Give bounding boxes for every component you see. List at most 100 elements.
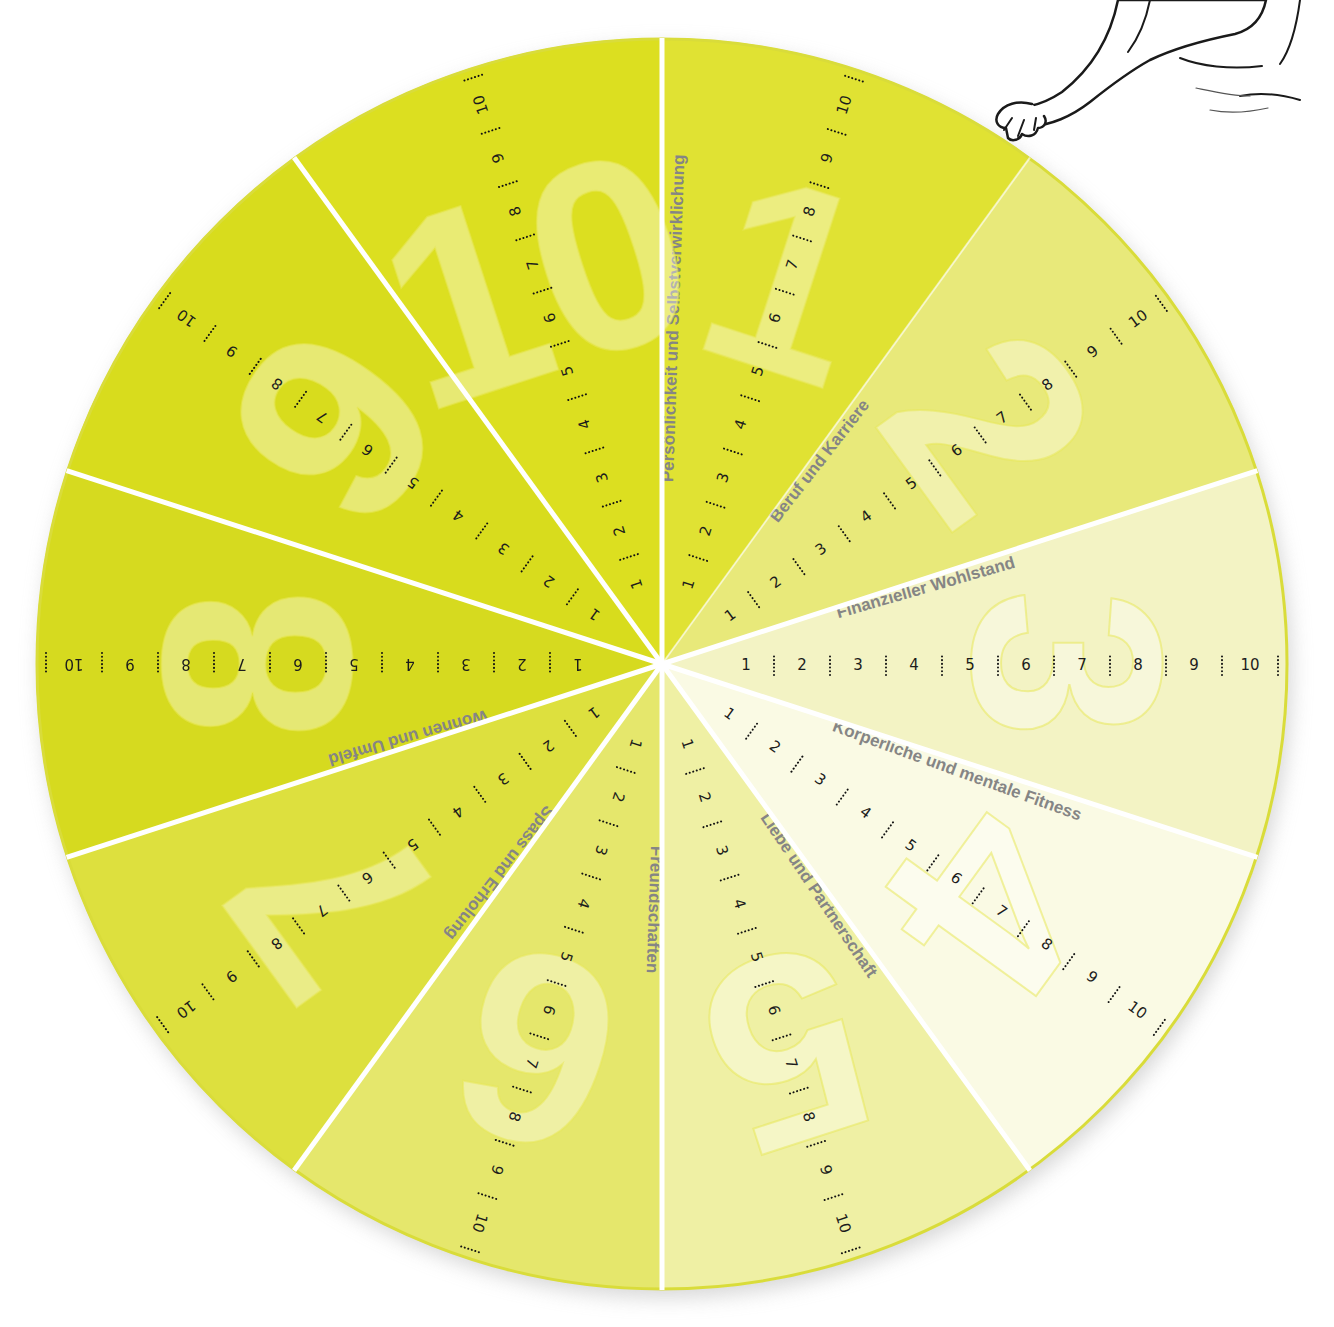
segment-fill	[662, 664, 1030, 1290]
scale-divider	[384, 853, 397, 871]
scale-divider	[478, 1193, 499, 1200]
scale-divider	[882, 820, 895, 838]
scale-divider	[582, 448, 603, 455]
segment-separator	[662, 158, 1030, 664]
scale-number: 3	[461, 656, 471, 671]
scale-divider	[755, 341, 776, 348]
scale-number: 6	[1021, 658, 1031, 673]
scale-divider	[600, 820, 621, 827]
scale-divider	[807, 181, 828, 188]
scale-divider	[549, 653, 551, 675]
scale-divider	[213, 653, 215, 675]
segment-separator	[660, 664, 665, 1290]
scale-divider	[1018, 392, 1031, 410]
figure-shading	[1196, 88, 1268, 112]
scale-divider	[101, 653, 103, 675]
scale-divider	[600, 501, 621, 508]
scale-divider	[582, 874, 603, 881]
scale-divider	[565, 721, 578, 739]
scale-divider	[384, 458, 397, 476]
segment-separator	[294, 158, 662, 664]
scale-divider	[927, 853, 940, 871]
scale-divider	[548, 980, 569, 987]
scale-divider	[617, 767, 638, 774]
segment-separator	[660, 38, 665, 664]
scale-divider	[1109, 653, 1111, 675]
scale-divider	[773, 1033, 794, 1040]
scale-divider	[773, 653, 775, 675]
scale-divider	[496, 181, 517, 188]
scale-divider	[1053, 653, 1055, 675]
scale-divider	[790, 1087, 811, 1094]
scale-divider	[45, 653, 47, 675]
scale-divider	[513, 235, 534, 242]
scale-number: 9	[1189, 658, 1199, 673]
scale-divider	[746, 721, 759, 739]
scale-number: 1	[741, 658, 751, 673]
scale-divider	[1063, 359, 1076, 377]
scale-divider	[520, 556, 533, 574]
scale-divider	[738, 927, 759, 934]
scale-divider	[1165, 653, 1167, 675]
scale-divider	[842, 1246, 863, 1253]
scale-divider	[548, 341, 569, 348]
scale-divider	[837, 787, 850, 805]
scale-divider	[1109, 984, 1122, 1002]
segment-separator	[294, 664, 662, 1170]
figure-hand	[996, 102, 1045, 140]
scale-number: 6	[293, 656, 303, 671]
segment-separator	[67, 471, 662, 664]
scale-divider	[269, 653, 271, 675]
scale-divider	[565, 589, 578, 607]
scale-divider	[1063, 951, 1076, 969]
scale-divider	[338, 886, 351, 904]
scale-divider	[520, 754, 533, 772]
scale-number: 1	[573, 656, 583, 671]
scale-divider	[248, 951, 261, 969]
segment-separator	[662, 471, 1257, 664]
scale-divider	[791, 754, 804, 772]
scale-divider	[825, 1193, 846, 1200]
scale-divider	[429, 820, 442, 838]
scale-divider	[746, 589, 759, 607]
scale-divider	[885, 653, 887, 675]
scale-divider	[973, 425, 986, 443]
scale-divider	[293, 918, 306, 936]
scale-divider	[738, 394, 759, 401]
scale-divider	[381, 653, 383, 675]
scale-divider	[773, 288, 794, 295]
scale-divider	[755, 980, 776, 987]
scale-divider	[478, 128, 499, 135]
wheel-base	[36, 38, 1288, 1290]
scale-divider	[686, 554, 707, 561]
scale-divider	[461, 75, 482, 82]
scale-divider	[493, 653, 495, 675]
scale-number: 4	[405, 656, 415, 671]
scale-divider	[721, 874, 742, 881]
scale-number: 4	[909, 658, 919, 673]
scale-divider	[202, 326, 215, 344]
scale-number: 2	[797, 658, 807, 673]
scale-divider	[941, 653, 943, 675]
scale-divider	[997, 653, 999, 675]
scale-number: 10	[1240, 658, 1259, 673]
scale-divider	[1154, 1017, 1167, 1035]
scale-divider	[293, 392, 306, 410]
figure-coat	[1128, 0, 1300, 100]
scale-divider	[1018, 918, 1031, 936]
scale-divider	[807, 1140, 828, 1147]
segment-separator	[662, 664, 1030, 1170]
scale-divider	[437, 653, 439, 675]
scale-divider	[461, 1246, 482, 1253]
scale-divider	[1109, 326, 1122, 344]
figure-fingers	[1004, 118, 1036, 136]
scale-number: 3	[853, 658, 863, 673]
scale-number: 8	[181, 656, 191, 671]
wheel-rim	[37, 39, 1287, 1289]
scale-divider	[829, 653, 831, 675]
segment-separator	[662, 664, 1257, 857]
scale-number: 2	[517, 656, 527, 671]
scale-number: 5	[349, 656, 359, 671]
